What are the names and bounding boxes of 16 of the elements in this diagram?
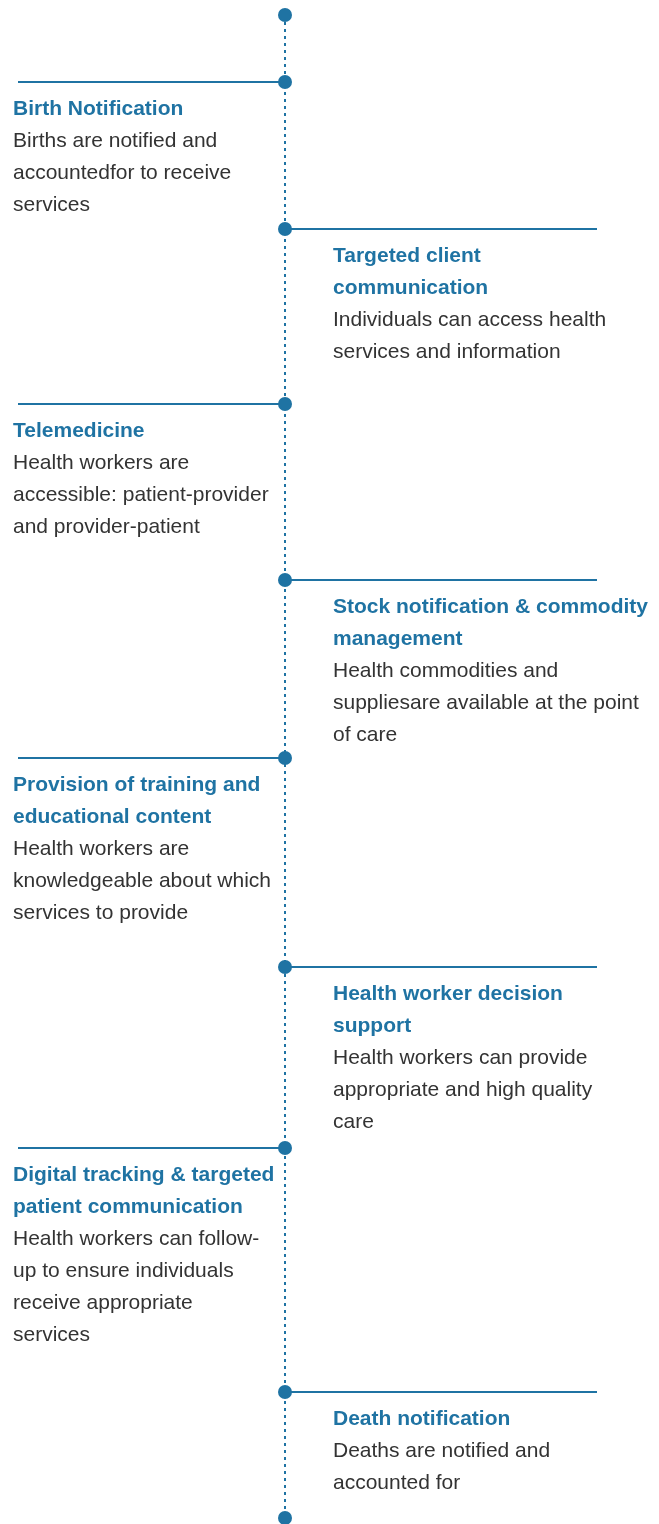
item-description: Health workers are knowledgeable about which services to provide <box>13 835 273 925</box>
item-description: Health workers can follow-up to ensure individuals receive appropriate services <box>13 1225 261 1347</box>
item-description: Births are notified and accountedfor to receive services <box>13 127 233 217</box>
item-heading: Provision of training and educational content <box>13 771 262 829</box>
item-description: Health workers are accessible: patient-provider and provider-patient <box>13 449 270 539</box>
item-heading: Targeted client communication <box>333 242 490 300</box>
item-heading: Birth Notification <box>13 95 185 121</box>
item-heading: Stock notification & commodity management <box>333 593 650 651</box>
item-heading: Telemedicine <box>13 417 146 443</box>
item-description: Individuals can access health services and information <box>333 306 608 364</box>
item-heading: Health worker decision support <box>333 980 564 1038</box>
item-description: Deaths are notified and accounted for <box>333 1437 552 1495</box>
item-description: Health commodities and suppliesare available at the point of care <box>333 657 640 747</box>
item-heading: Digital tracking & targeted patient communication <box>13 1161 275 1219</box>
item-heading: Death notification <box>333 1405 512 1431</box>
item-description: Health workers can provide appropriate and high quality care <box>333 1044 594 1134</box>
